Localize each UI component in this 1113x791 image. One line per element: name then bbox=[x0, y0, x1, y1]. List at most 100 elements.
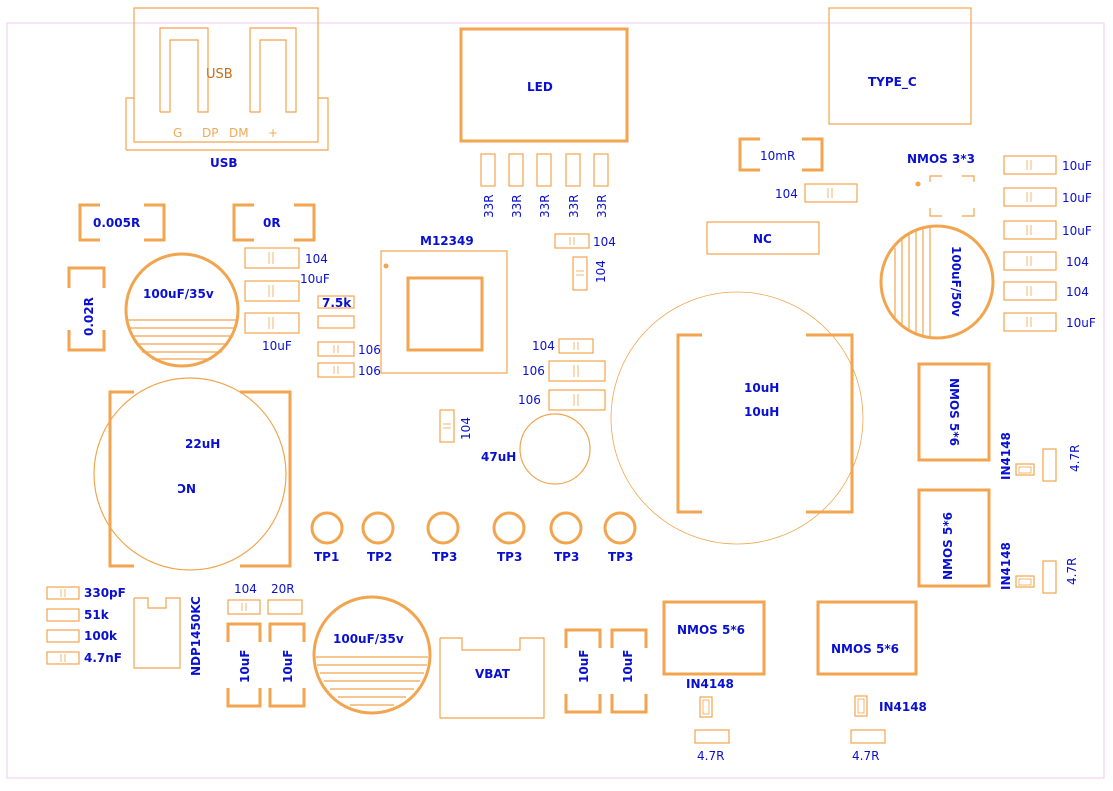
r-0-label: 0R bbox=[263, 216, 281, 230]
r-33-2: 33R bbox=[510, 194, 524, 218]
tp-3a: TP3 bbox=[432, 550, 457, 564]
right-cap-5: 104 bbox=[1066, 285, 1089, 299]
cap-10u-v4: 10uF bbox=[621, 650, 635, 683]
nmos-bottom-a: NMOS 5*6 bbox=[662, 600, 766, 676]
inductor-22uh-label: 22uH bbox=[185, 437, 220, 451]
r-20-label: 20R bbox=[271, 582, 295, 596]
r-33-4: 33R bbox=[567, 194, 581, 218]
caps-10u-bottom-left: 10uF 10uF bbox=[226, 622, 306, 708]
diode-bottom-2: IN4148 4.7R bbox=[850, 695, 927, 763]
mcu-m12349: M12349 bbox=[380, 234, 508, 374]
nmos-bottom-b-label: NMOS 5*6 bbox=[831, 642, 899, 656]
cap-10u-v1: 10uF bbox=[238, 650, 252, 683]
cap-104-vert-label: 104 bbox=[594, 260, 608, 283]
cap-104-vertical: 104 bbox=[572, 256, 608, 291]
usb-connector: USB G DP DM + USB bbox=[125, 7, 329, 170]
cap-104-center-label: 104 bbox=[459, 417, 473, 440]
elec-cap-left-label: 100uF/35v bbox=[143, 287, 214, 301]
r-100k-label: 100k bbox=[84, 629, 118, 643]
nmos-bottom-b: NMOS 5*6 bbox=[816, 600, 918, 676]
nc-block-label: NC bbox=[753, 232, 772, 246]
caps-106-left: 106 106 bbox=[317, 341, 381, 378]
cap-106-mid-a-label: 106 bbox=[522, 364, 545, 378]
caps-106-mid: 106 106 bbox=[518, 360, 606, 411]
cap-106-b-label: 106 bbox=[358, 364, 381, 378]
test-points: TP1 TP2 TP3 TP3 TP3 TP3 bbox=[310, 511, 637, 564]
ndp1450kc: NDP1450KC bbox=[133, 596, 203, 676]
r-51k-label: 51k bbox=[84, 608, 110, 622]
resistor-20r: 20R bbox=[267, 582, 303, 615]
cap-47n-label: 4.7nF bbox=[84, 651, 122, 665]
cap-106-a-label: 106 bbox=[358, 343, 381, 357]
inductor-47uh: 47uH bbox=[481, 413, 591, 485]
nc-block: NC bbox=[706, 221, 820, 255]
type-c-connector: TYPE_C bbox=[828, 7, 972, 125]
cap-104-bottom: 104 bbox=[227, 582, 261, 615]
r-47-b-label: 4.7R bbox=[1065, 558, 1079, 585]
r-33-5: 33R bbox=[595, 194, 609, 218]
led-resistor-array: 33R 33R 33R 33R 33R bbox=[480, 153, 609, 218]
diode-right-1: IN4148 4.7R bbox=[999, 432, 1082, 482]
led-label: LED bbox=[527, 80, 553, 94]
cap-104-right-label: 104 bbox=[775, 187, 798, 201]
nmos-right-b-label: NMOS 5*6 bbox=[941, 512, 955, 580]
cap-10u-a-label: 10uF bbox=[300, 272, 330, 286]
bottom-left-passives: 330pF 51k 100k 4.7nF bbox=[46, 586, 126, 665]
inductor-22uh-note: NC bbox=[177, 481, 196, 495]
elec-cap-right: 100uF/50v bbox=[879, 224, 995, 340]
cap-104-mid-label: 104 bbox=[532, 339, 555, 353]
cap-104-mid: 104 bbox=[532, 338, 594, 354]
r-33-3: 33R bbox=[538, 194, 552, 218]
type-c-label: TYPE_C bbox=[868, 75, 917, 90]
nmos-3x3: NMOS 3*3 bbox=[907, 152, 975, 217]
nmos-3x3-label: NMOS 3*3 bbox=[907, 152, 975, 166]
right-cap-2: 10uF bbox=[1062, 191, 1092, 205]
diode-right-2: IN4148 4.7R bbox=[999, 542, 1079, 594]
elec-cap-bottom: 100uF/35v bbox=[312, 595, 432, 715]
mcu-label: M12349 bbox=[420, 234, 474, 248]
right-cap-column: 10uF 10uF 10uF 104 104 10uF bbox=[1003, 155, 1096, 332]
elec-cap-left: 100uF/35v bbox=[124, 252, 240, 368]
usb-pin-plus: + bbox=[268, 126, 278, 140]
vbat-label: VBAT bbox=[475, 667, 511, 681]
inductor-10uh-label-1: 10uH bbox=[744, 381, 779, 395]
right-cap-3: 10uF bbox=[1062, 224, 1092, 238]
nmos-bottom-a-label: NMOS 5*6 bbox=[677, 623, 745, 637]
usb-pin-g: G bbox=[173, 126, 182, 140]
usb-pin-dm: DM bbox=[229, 126, 249, 140]
cap-104-center: 104 bbox=[439, 409, 473, 443]
tp-2: TP2 bbox=[367, 550, 392, 564]
r-75k-label: 7.5k bbox=[322, 296, 352, 310]
usb-pin-dp: DP bbox=[202, 126, 218, 140]
vbat-connector: VBAT bbox=[439, 637, 545, 719]
r-33-1: 33R bbox=[482, 194, 496, 218]
cap-10u-v2: 10uF bbox=[281, 650, 295, 683]
nmos-right-a: NMOS 5*6 bbox=[917, 362, 991, 462]
caps-left-cluster: 104 10uF 10uF bbox=[244, 247, 330, 353]
inductor-47uh-label: 47uH bbox=[481, 450, 516, 464]
cap-10u-b-label: 10uF bbox=[262, 339, 292, 353]
caps-10u-bottom-center: 10uF 10uF bbox=[564, 628, 648, 714]
r-47-a-label: 4.7R bbox=[1068, 445, 1082, 472]
inductor-10uh-label-2: 10uH bbox=[744, 405, 779, 419]
resistor-0r: 0R bbox=[232, 203, 316, 242]
resistor-75k: 7.5k bbox=[317, 295, 355, 329]
cap-104-top: 104 bbox=[554, 233, 616, 249]
diode-bottom-2-label: IN4148 bbox=[879, 700, 927, 714]
led-module: LED bbox=[459, 27, 629, 143]
shunt-10mr: 10mR bbox=[738, 137, 824, 172]
tp-3b: TP3 bbox=[497, 550, 522, 564]
board-outline bbox=[6, 22, 1105, 779]
inductor-10uh: 10uH 10uH bbox=[610, 291, 864, 545]
r-002-label: 0.02R bbox=[82, 297, 96, 336]
elec-cap-right-label: 100uF/50v bbox=[949, 246, 963, 317]
elec-cap-bottom-label: 100uF/35v bbox=[333, 632, 404, 646]
right-cap-6: 10uF bbox=[1066, 316, 1096, 330]
usb-body-label: USB bbox=[206, 67, 233, 82]
diode-right-1-label: IN4148 bbox=[999, 432, 1013, 480]
cap-106-mid-b-label: 106 bbox=[518, 393, 541, 407]
cap-104-right: 104 bbox=[775, 183, 858, 203]
right-cap-4: 104 bbox=[1066, 255, 1089, 269]
tp-3d: TP3 bbox=[608, 550, 633, 564]
